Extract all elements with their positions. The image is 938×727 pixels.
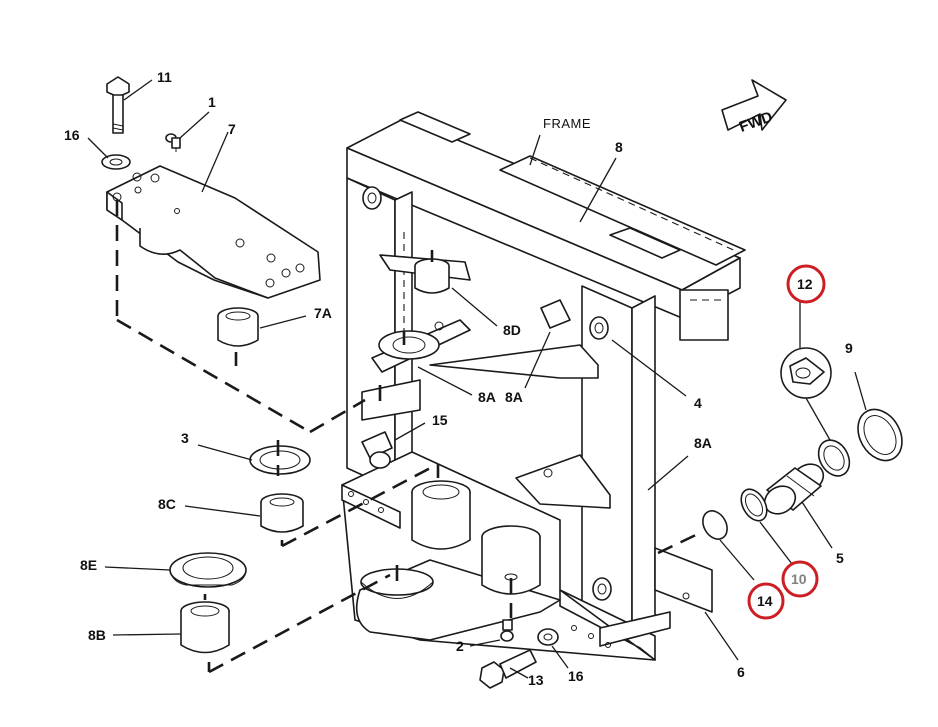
- oring-10: [740, 488, 768, 522]
- bolt-11: [106, 76, 130, 134]
- callout-8: 8: [615, 139, 623, 155]
- highlight-ring-10: [781, 560, 819, 598]
- callout-1: 1: [208, 94, 216, 110]
- callout-7: 7: [228, 121, 236, 137]
- callout-8b: 8B: [88, 627, 106, 643]
- callout-16-top: 16: [64, 127, 80, 143]
- callout-12: 12: [797, 276, 813, 292]
- callout-8c: 8C: [158, 496, 176, 512]
- callout-7a: 7A: [314, 305, 332, 321]
- bushing-7a: [217, 307, 259, 347]
- leader-lines: [87, 79, 867, 679]
- callout-8a-right: 8A: [505, 389, 523, 405]
- callout-8a-lower: 8A: [694, 435, 712, 451]
- detail-12-circle: [780, 347, 832, 399]
- ring-9: [857, 408, 903, 462]
- fitting-2: [500, 619, 514, 642]
- callout-5: 5: [836, 550, 844, 566]
- callout-8e: 8E: [80, 557, 97, 573]
- washer-16-top: [101, 154, 131, 170]
- callout-2: 2: [456, 638, 464, 654]
- callout-4: 4: [694, 395, 702, 411]
- callout-8d: 8D: [503, 322, 521, 338]
- bracket-7: [106, 165, 321, 299]
- labels: FRAME 11 1 16 7 8 7A 8D 12 9 8A 8A 4 15 …: [64, 69, 853, 688]
- bolt-13: [479, 649, 537, 689]
- oring-14: [702, 510, 728, 540]
- callout-15: 15: [432, 412, 448, 428]
- callout-3: 3: [181, 430, 189, 446]
- callout-14: 14: [757, 593, 773, 609]
- callout-6: 6: [737, 664, 745, 680]
- bushing-5: [763, 463, 825, 515]
- bushing-8c: [260, 493, 304, 533]
- fitting-1: [165, 133, 181, 152]
- fwd-arrow: FWD: [721, 79, 787, 136]
- callout-10: 10: [791, 571, 807, 587]
- main-frame: [341, 111, 746, 661]
- highlight-rings: [747, 264, 826, 620]
- washer-3: [249, 445, 311, 475]
- seal-12: [817, 439, 851, 477]
- washer-16-bottom: [537, 628, 559, 646]
- seal-8e: [169, 552, 247, 588]
- callout-11: 11: [157, 69, 172, 85]
- callout-16-bottom: 16: [568, 668, 584, 684]
- frame-label: FRAME: [543, 116, 591, 131]
- bushing-8b: [180, 601, 230, 654]
- highlight-ring-12: [786, 264, 826, 304]
- callout-13: 13: [528, 672, 544, 688]
- callout-8a-left: 8A: [478, 389, 496, 405]
- highlight-ring-14: [747, 582, 785, 620]
- callout-9: 9: [845, 340, 853, 356]
- assembly-lines: [115, 200, 701, 674]
